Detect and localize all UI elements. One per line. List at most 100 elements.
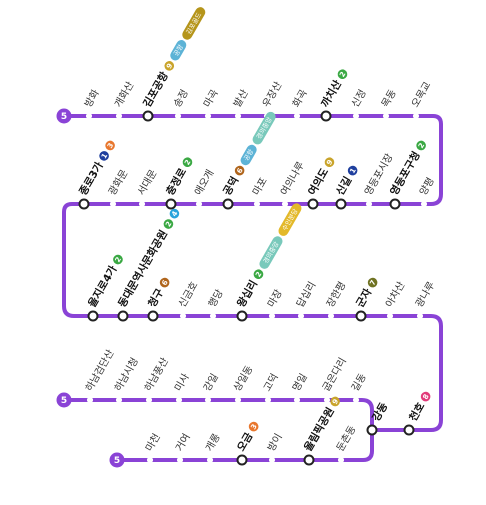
- station-marker: [206, 456, 214, 464]
- station-아차산[interactable]: 아차산: [383, 280, 407, 320]
- station-marker: [146, 456, 154, 464]
- station-광화문[interactable]: 광화문: [106, 168, 130, 208]
- transfer-line-number: 2: [114, 256, 123, 264]
- station-name: 마포: [250, 176, 270, 198]
- terminal-line-number: 5: [61, 112, 67, 122]
- transfer-line-number: 1: [100, 152, 109, 160]
- station-name: 강일: [201, 372, 221, 394]
- transfer-line-6-badge: [234, 165, 245, 176]
- station-name: 둔촌동: [334, 424, 358, 454]
- station-marker: [234, 112, 242, 120]
- station-name: 목동: [379, 88, 399, 110]
- station-광나루[interactable]: 광나루: [413, 280, 437, 320]
- station-name: 애오개: [192, 168, 216, 198]
- transfer-station-marker: [87, 310, 99, 322]
- station-name: 행당: [206, 288, 226, 310]
- station-name: 충정로: [163, 166, 189, 198]
- transfer-station-marker: [236, 310, 248, 322]
- station-하남시청[interactable]: 하남시청: [111, 355, 141, 404]
- transfer-station-marker: [320, 110, 332, 122]
- station-천호[interactable]: 천호8: [403, 389, 434, 436]
- station-marker: [268, 312, 276, 320]
- station-name: 천호: [406, 400, 427, 424]
- station-name: 개화산: [112, 80, 136, 110]
- station-굽은다리[interactable]: 굽은다리: [320, 356, 349, 404]
- transfer-line-number: 8: [421, 393, 430, 401]
- transfer-line-2-badge: [182, 157, 193, 168]
- station-name: 송정: [171, 88, 191, 110]
- station-name: 마곡: [201, 88, 221, 110]
- transfer-line-pill: [170, 40, 187, 61]
- station-marker: [85, 112, 93, 120]
- transfer-line-pill: [259, 236, 283, 269]
- station-marker: [416, 312, 424, 320]
- station-name: 공덕: [220, 174, 241, 197]
- station-name: 거여: [173, 432, 193, 454]
- station-name: 신길: [333, 174, 354, 197]
- transfer-station-marker: [147, 310, 159, 322]
- station-name: 길동: [348, 371, 368, 393]
- station-오목교[interactable]: 오목교: [409, 80, 433, 120]
- station-marker: [327, 312, 335, 320]
- station-name: 화곡: [290, 88, 310, 110]
- terminal-line-number: 5: [61, 396, 67, 406]
- station-개화산[interactable]: 개화산: [112, 80, 136, 120]
- transfer-line-number: 9: [165, 62, 174, 70]
- station-marker: [204, 396, 212, 404]
- station-답십리[interactable]: 답십리: [294, 280, 318, 320]
- transfer-line-7-badge: [367, 277, 378, 288]
- station-장한평[interactable]: 장한평: [324, 280, 348, 320]
- transfer-line-8-badge: [420, 391, 431, 402]
- station-군자[interactable]: 군자7: [353, 275, 380, 322]
- station-둔촌동[interactable]: 둔촌동: [334, 424, 358, 464]
- station-marker: [412, 112, 420, 120]
- station-신길[interactable]: 신길1: [333, 163, 360, 210]
- station-name: 미사: [172, 372, 192, 394]
- station-marker: [109, 200, 117, 208]
- transfer-line-number: 4: [170, 210, 179, 218]
- station-marker: [264, 396, 272, 404]
- station-marker: [352, 112, 360, 120]
- transfer-line-9-badge: [330, 396, 340, 407]
- station-신금호[interactable]: 신금호: [176, 280, 200, 320]
- transfer-line-name: 경의중앙: [254, 115, 274, 140]
- transfer-station-marker: [142, 110, 154, 122]
- station-name: 오목교: [409, 80, 433, 110]
- station-name: 올림픽공원: [301, 405, 336, 453]
- station-name: 서대문: [135, 168, 159, 198]
- station-애오개[interactable]: 애오개: [192, 168, 216, 208]
- transfer-line-number: 1: [348, 167, 357, 175]
- station-서대문[interactable]: 서대문: [135, 168, 159, 208]
- station-marker: [115, 112, 123, 120]
- station-marker: [293, 112, 301, 120]
- station-marker: [115, 396, 123, 404]
- station-상일동[interactable]: 상일동: [231, 364, 255, 404]
- station-청구[interactable]: 청구6: [145, 275, 172, 322]
- station-name: 하남검단산: [82, 347, 116, 393]
- station-marker: [174, 112, 182, 120]
- station-name: 방화: [82, 88, 102, 110]
- station-여의나루[interactable]: 여의나루: [278, 160, 307, 208]
- terminal-badge: 5: [109, 452, 125, 468]
- transfer-line-pill: [182, 7, 206, 40]
- station-marker: [386, 312, 394, 320]
- station-name: 명일: [290, 372, 310, 394]
- station-영등포시장[interactable]: 영등포시장: [362, 152, 396, 208]
- transfer-line-4-badge: [169, 208, 180, 219]
- station-marker: [382, 112, 390, 120]
- station-name: 청구: [145, 286, 166, 310]
- station-하남풍산[interactable]: 하남풍산: [141, 355, 171, 404]
- station-하남검단산[interactable]: 하남검단산: [82, 347, 117, 404]
- station-오금[interactable]: 오금3: [235, 420, 261, 466]
- terminal-markers: 5 5 5: [56, 108, 125, 468]
- transfer-line-number: 2: [417, 142, 426, 150]
